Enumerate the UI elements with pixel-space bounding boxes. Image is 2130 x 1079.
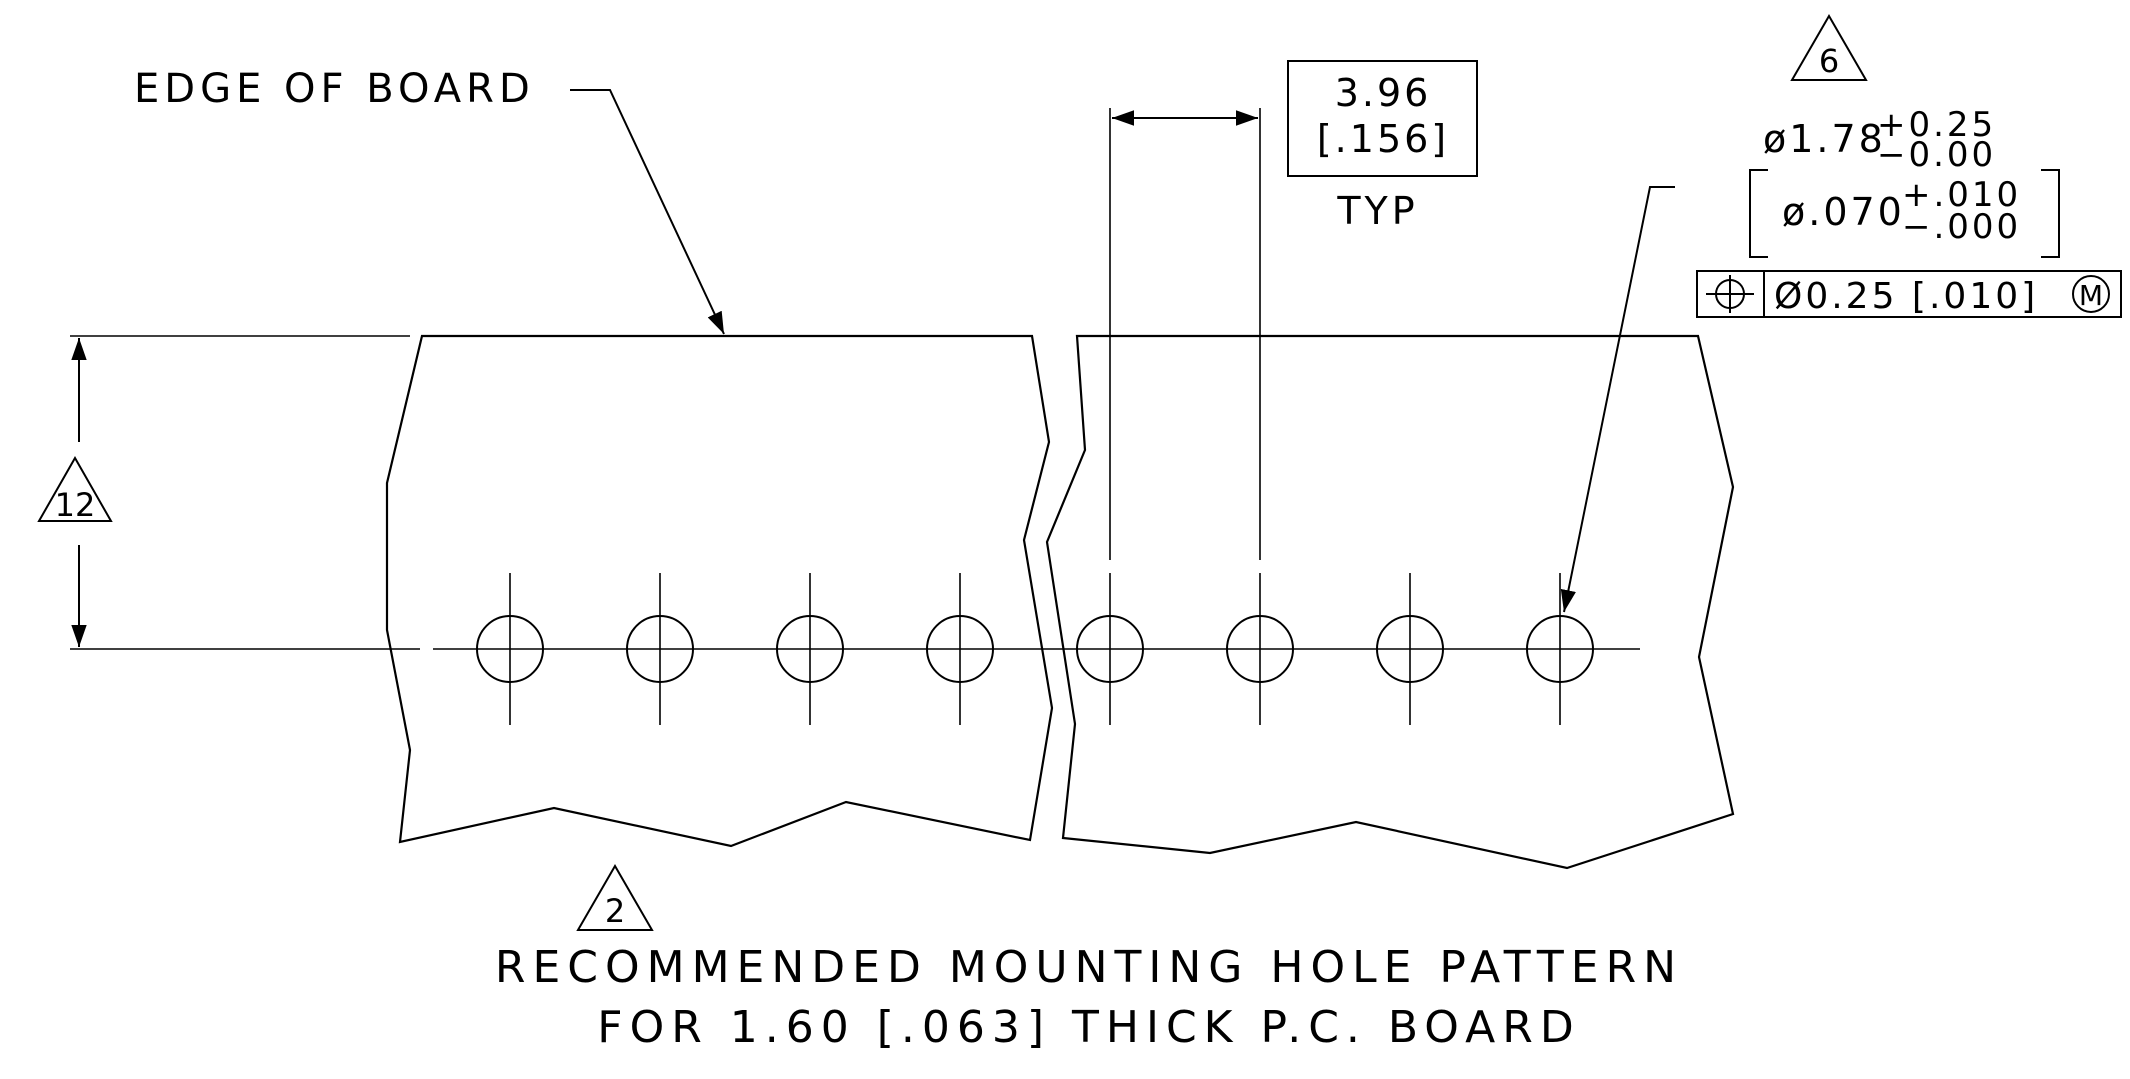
mounting-hole <box>926 573 994 725</box>
mounting-hole <box>626 573 694 725</box>
pitch-mm: 3.96 <box>1335 71 1432 115</box>
pitch-inch: [.156] <box>1317 117 1449 161</box>
mounting-hole <box>776 573 844 725</box>
svg-text:M: M <box>2079 279 2103 312</box>
position-tolerance-frame: Ø0.25 [.010] M <box>1696 270 2122 318</box>
mmc-modifier-icon: M <box>2072 275 2110 313</box>
pattern-note-triangle: 2 <box>576 864 654 931</box>
edge-of-board-label: EDGE OF BOARD <box>134 66 535 112</box>
mounting-hole <box>476 573 544 725</box>
hole-group <box>476 573 1594 725</box>
height-note-triangle: 12 <box>37 455 113 524</box>
mounting-hole <box>1076 573 1144 725</box>
height-note-number: 12 <box>55 486 96 524</box>
pitch-typ: TYP <box>1336 189 1418 233</box>
hole-tol-mm-plus: +0.25 <box>1877 105 1996 145</box>
edge-leader <box>570 89 725 335</box>
board-left-section <box>385 334 1054 848</box>
inch-bracket-left <box>1749 169 1768 258</box>
hole-note-number: 6 <box>1819 42 1839 80</box>
inch-bracket-right <box>2041 169 2060 258</box>
board-right-section <box>1045 334 1735 870</box>
pattern-note-number: 2 <box>605 892 625 930</box>
mounting-hole <box>1376 573 1444 725</box>
title-line-1: RECOMMENDED MOUNTING HOLE PATTERN <box>495 942 1683 993</box>
hole-tol-mm-minus: −0.00 <box>1877 135 1996 175</box>
hole-dia-inch: ø.070 <box>1782 190 1905 234</box>
hole-dia-mm: ø1.78 <box>1763 117 1886 161</box>
mounting-hole <box>1526 573 1594 725</box>
hole-tol-inch-minus: −.000 <box>1902 207 2021 247</box>
hole-tol-inch-plus: +.010 <box>1902 175 2021 215</box>
hole-note-triangle: 6 <box>1790 14 1868 81</box>
hole-leader <box>1560 186 1675 613</box>
title-line-2: FOR 1.60 [.063] THICK P.C. BOARD <box>597 1002 1580 1053</box>
mounting-hole <box>1226 573 1294 725</box>
position-tolerance-value: Ø0.25 [.010] <box>1774 276 2038 317</box>
position-icon <box>1706 275 1754 313</box>
pitch-value-box <box>1287 60 1478 177</box>
